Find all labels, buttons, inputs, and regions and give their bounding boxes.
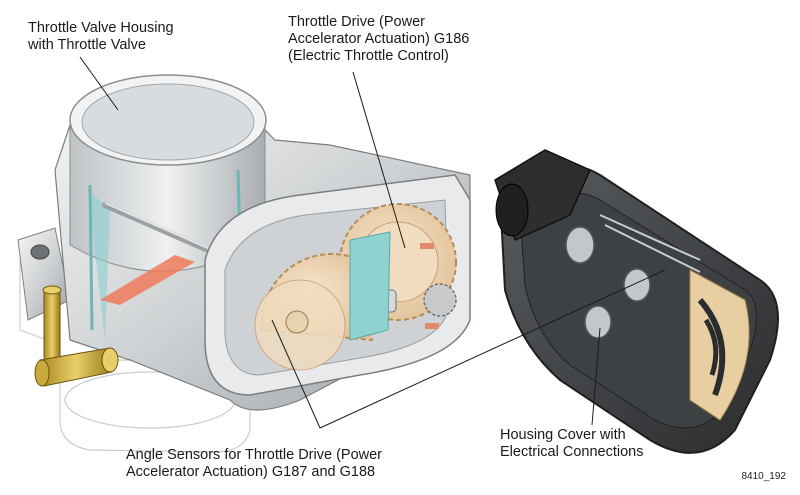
label-line: Throttle Valve Housing [28, 20, 174, 36]
label-line: Housing Cover with [500, 427, 626, 443]
label-throttle-valve-housing: Throttle Valve Housing with Throttle Val… [28, 20, 174, 54]
label-line: Angle Sensors for Throttle Drive (Power [126, 447, 383, 463]
label-line: Throttle Drive (Power [288, 14, 425, 30]
leader-cover [591, 327, 601, 426]
label-line: Accelerator Actuation) G186 [288, 31, 470, 47]
leader-lines [79, 56, 666, 429]
leader-sensor-b [319, 269, 666, 429]
label-housing-cover: Housing Cover with Electrical Connection… [500, 427, 643, 461]
cutaway-panel [88, 190, 110, 340]
figure-reference: 8410_192 [741, 471, 787, 482]
label-line: (Electric Throttle Control) [288, 48, 449, 64]
idler-gear [423, 283, 457, 317]
label-line: with Throttle Valve [28, 37, 146, 53]
brass-fitting [34, 285, 119, 387]
label-line: Accelerator Actuation) G187 and G188 [126, 464, 376, 480]
housing-cover [494, 149, 779, 454]
leader-sensor-a [271, 319, 321, 429]
label-angle-sensors: Angle Sensors for Throttle Drive (Power … [126, 447, 382, 481]
label-throttle-drive: Throttle Drive (Power Accelerator Actuat… [288, 14, 469, 65]
throttle-plate [100, 255, 195, 305]
sector-gear [254, 253, 374, 371]
leader-housing [79, 56, 119, 111]
label-line: Electrical Connections [500, 444, 644, 460]
leader-drive [352, 71, 406, 249]
